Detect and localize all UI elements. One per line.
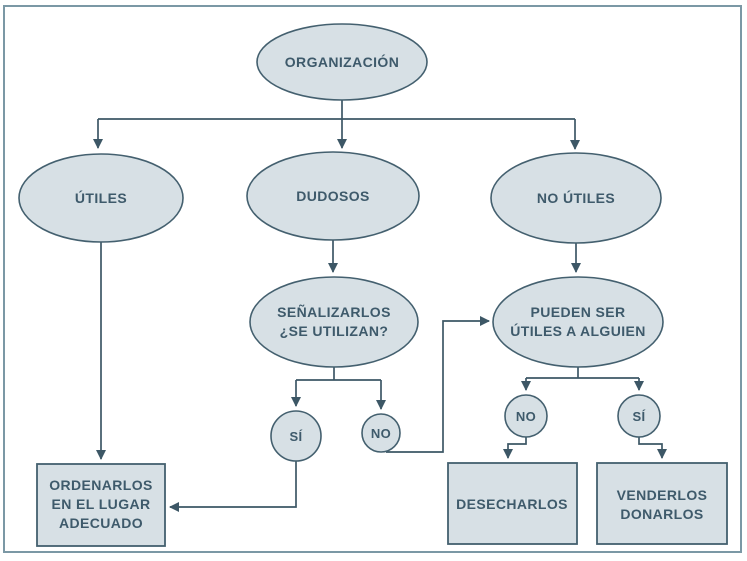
no-dudosos-label: NO bbox=[371, 426, 391, 441]
si-alguien-label: SÍ bbox=[632, 409, 645, 424]
node-organizacion: ORGANIZACIÓN bbox=[256, 23, 428, 101]
connector-si-ordenarlos bbox=[168, 461, 297, 513]
organizacion-label: ORGANIZACIÓN bbox=[285, 53, 399, 70]
connector-no-puedenser bbox=[386, 315, 491, 453]
node-dudosos: DUDOSOS bbox=[246, 151, 420, 241]
node-si-dudosos: SÍ bbox=[270, 410, 322, 462]
ordenarlos-label-line1: ORDENARLOS bbox=[49, 477, 153, 493]
no-alguien-label: NO bbox=[516, 409, 536, 424]
venderlos-box bbox=[596, 462, 728, 545]
ordenarlos-label-line2: EN EL LUGAR bbox=[51, 496, 150, 512]
connector-si-venderlos bbox=[638, 437, 668, 460]
ordenarlos-label-line3: ADECUADO bbox=[59, 515, 143, 531]
no-utiles-ellipse bbox=[490, 152, 662, 244]
node-si-alguien: SÍ bbox=[617, 394, 661, 438]
utiles-label: ÚTILES bbox=[75, 189, 127, 206]
node-no-alguien: NO bbox=[504, 394, 548, 438]
si-dudosos-label: SÍ bbox=[289, 429, 302, 444]
si-dudosos-circle bbox=[270, 410, 322, 462]
frame-border bbox=[3, 5, 742, 553]
venderlos-label-line2: DONARLOS bbox=[620, 506, 703, 522]
node-pueden-ser: PUEDEN SER ÚTILES A ALGUIEN bbox=[492, 276, 664, 368]
dudosos-ellipse bbox=[246, 151, 420, 241]
no-alguien-circle bbox=[504, 394, 548, 438]
si-alguien-circle bbox=[617, 394, 661, 438]
node-desecharlos: DESECHARLOS bbox=[447, 462, 578, 545]
utiles-ellipse bbox=[18, 153, 184, 243]
node-no-dudosos: NO bbox=[361, 413, 401, 453]
pueden-ser-label-line2: ÚTILES A ALGUIEN bbox=[510, 322, 646, 339]
desecharlos-box bbox=[447, 462, 578, 545]
no-dudosos-circle bbox=[361, 413, 401, 453]
senalizarlos-ellipse bbox=[249, 276, 419, 368]
node-no-utiles: NO ÚTILES bbox=[490, 152, 662, 244]
organizacion-ellipse bbox=[256, 23, 428, 101]
connectors bbox=[92, 100, 668, 513]
senalizarlos-label-line1: SEÑALIZARLOS bbox=[277, 303, 391, 320]
desecharlos-label: DESECHARLOS bbox=[456, 496, 568, 512]
node-ordenarlos: ORDENARLOS EN EL LUGAR ADECUADO bbox=[36, 463, 166, 547]
senalizarlos-label-line2: ¿SE UTILIZAN? bbox=[280, 323, 389, 339]
venderlos-label-line1: VENDERLOS bbox=[617, 487, 708, 503]
connector-no-desecharlos bbox=[502, 437, 527, 460]
pueden-ser-label-line1: PUEDEN SER bbox=[530, 304, 625, 320]
no-utiles-label: NO ÚTILES bbox=[537, 189, 615, 206]
node-venderlos: VENDERLOS DONARLOS bbox=[596, 462, 728, 545]
node-utiles: ÚTILES bbox=[18, 153, 184, 243]
pueden-ser-ellipse bbox=[492, 276, 664, 368]
dudosos-label: DUDOSOS bbox=[296, 188, 370, 204]
node-senalizarlos: SEÑALIZARLOS ¿SE UTILIZAN? bbox=[249, 276, 419, 368]
ordenarlos-box bbox=[36, 463, 166, 547]
